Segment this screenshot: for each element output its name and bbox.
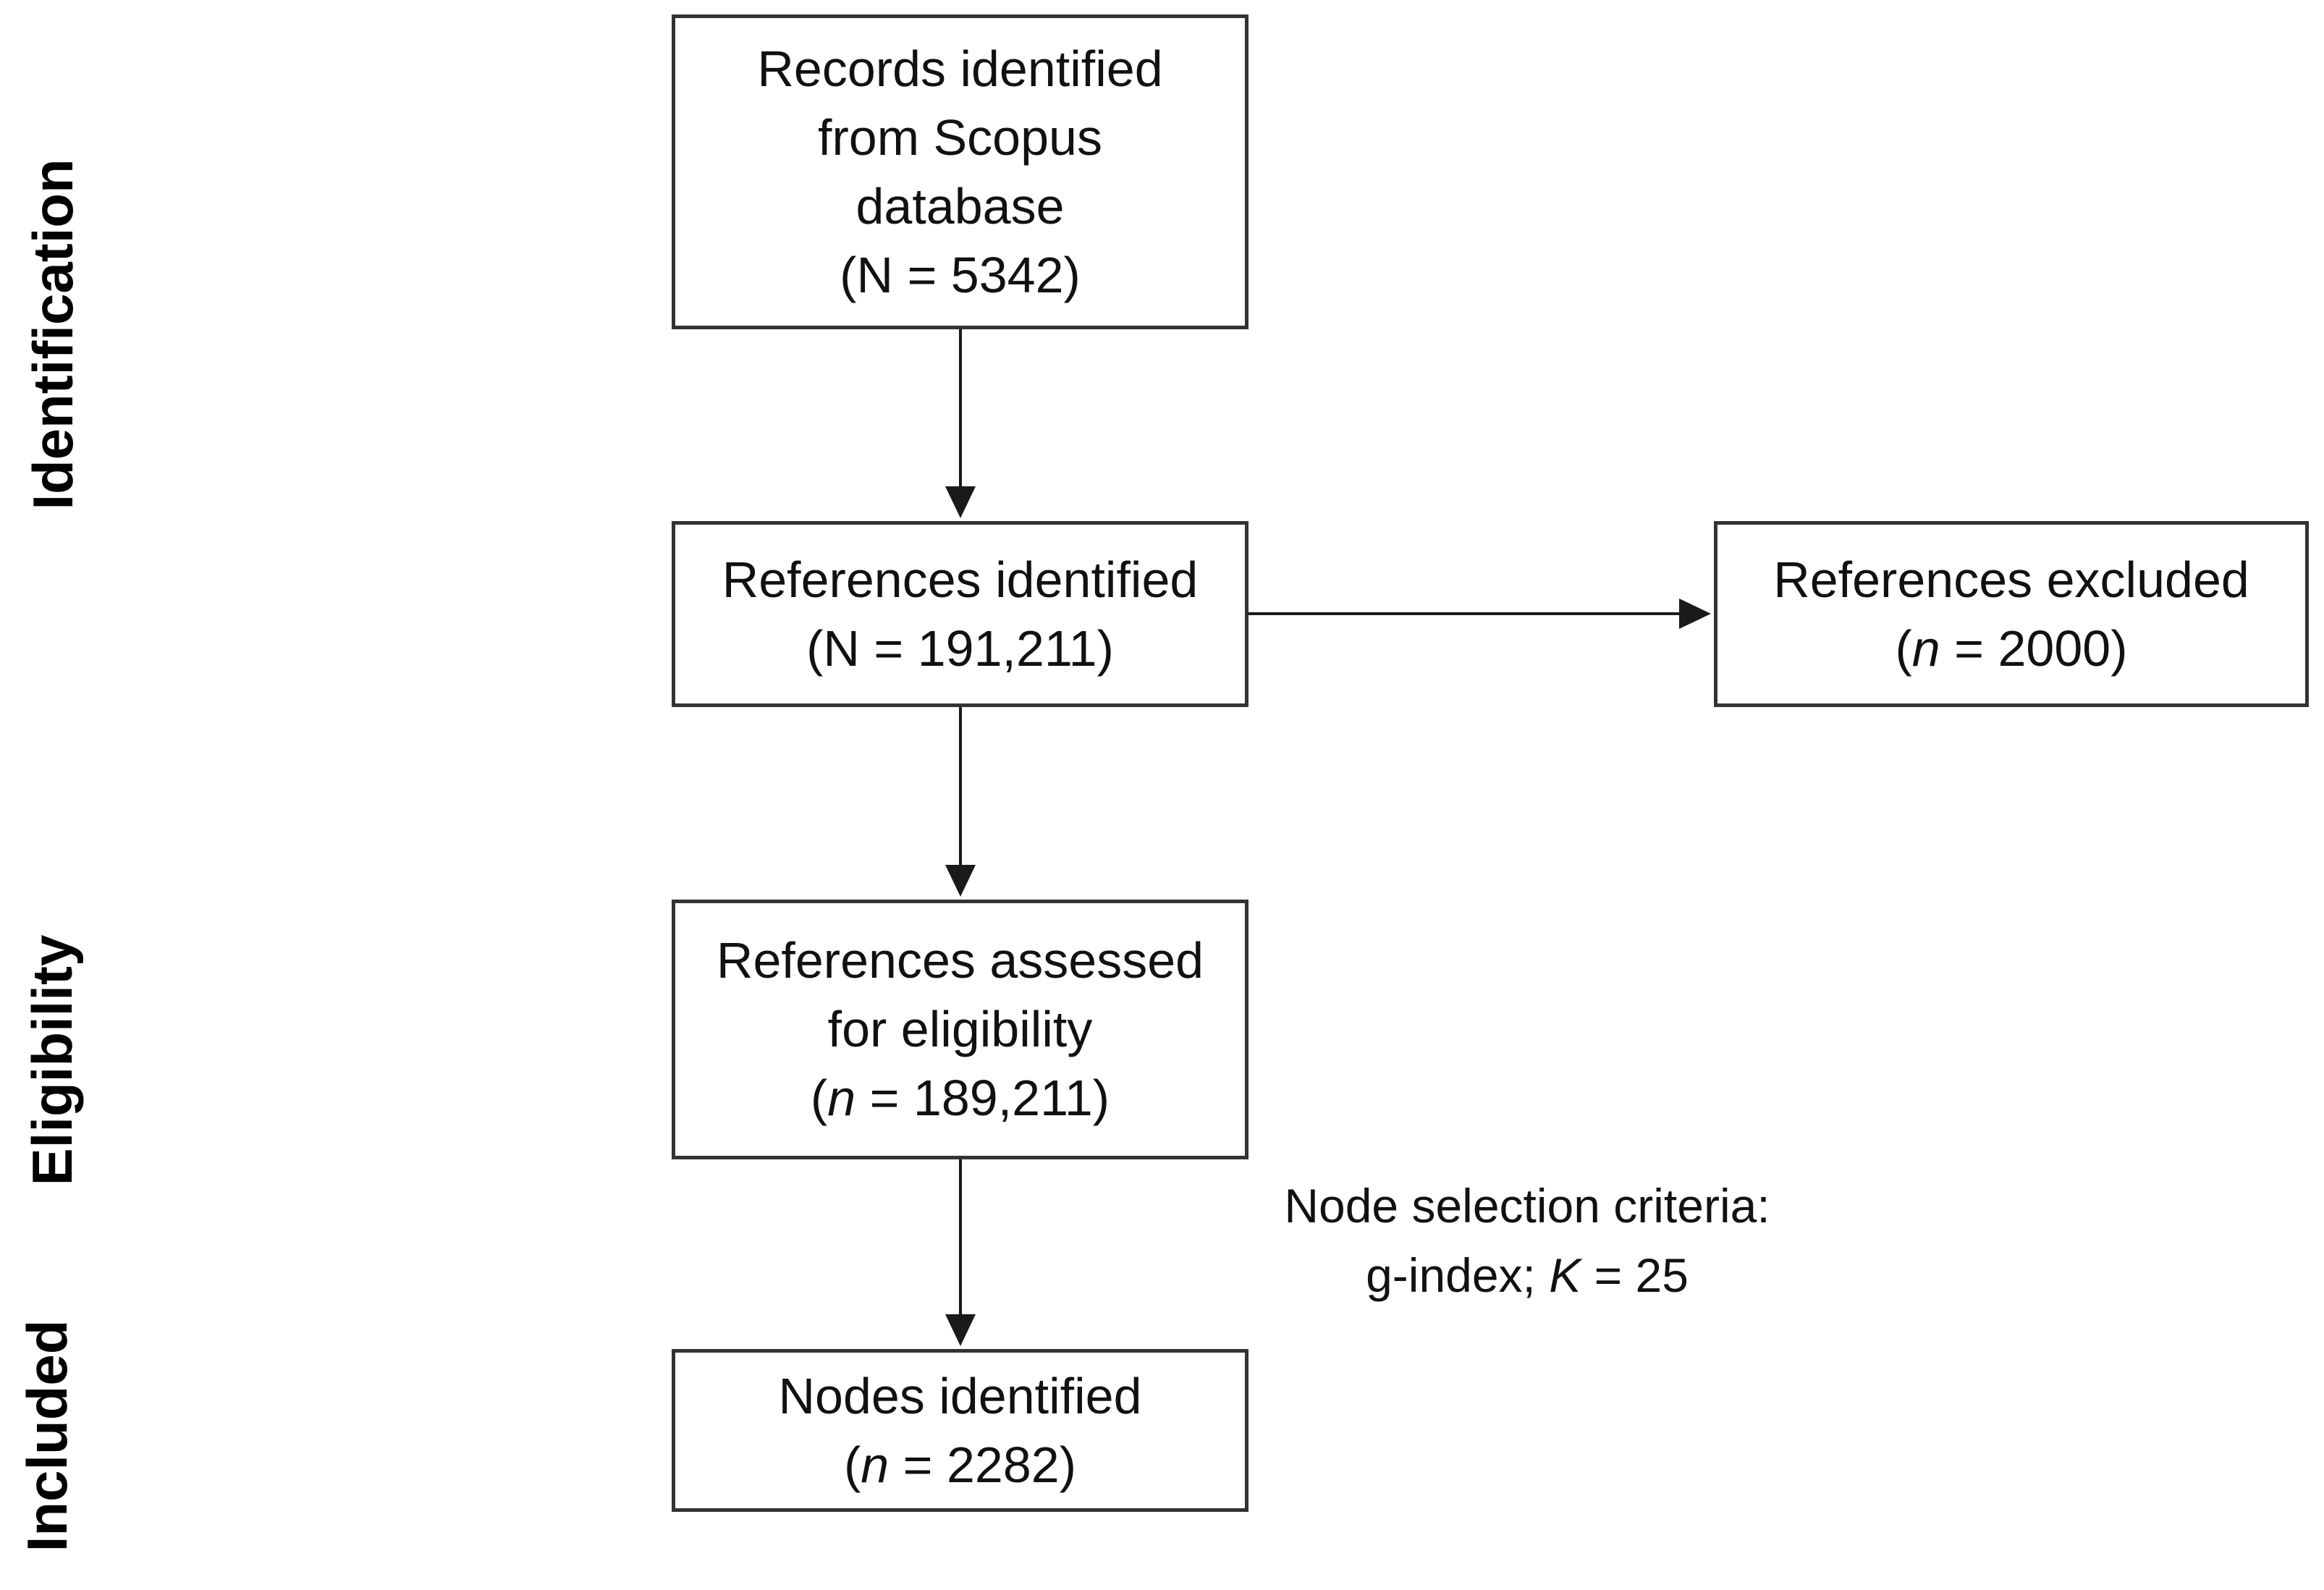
box-nodes-line: Nodes identified (778, 1367, 1142, 1424)
arrow-identified-to-assessed (945, 707, 976, 897)
box-assessed-line: for eligibility (827, 1001, 1093, 1057)
box-nodes-count: (n = 2282) (843, 1436, 1077, 1493)
annotation-line-2: g-index; K = 25 (1366, 1248, 1689, 1302)
arrow-records-to-identified (945, 329, 976, 518)
annotation-line-1: Node selection criteria: (1284, 1179, 1770, 1232)
node-selection-annotation: Node selection criteria: g-index; K = 25 (1194, 1171, 1860, 1310)
box-records-line: database (855, 177, 1065, 234)
box-identified-line: References identified (722, 551, 1199, 608)
box-records-line: Records identified (757, 40, 1163, 97)
box-assessed-count: (n = 189,211) (810, 1070, 1110, 1126)
box-assessed-line: References assessed (716, 932, 1204, 989)
box-excluded-line: References excluded (1773, 551, 2249, 608)
arrow-assessed-to-nodes (945, 1159, 976, 1346)
box-references-assessed: References assessed for eligibility (n =… (672, 900, 1248, 1159)
box-references-excluded: References excluded (n = 2000) (1714, 521, 2309, 707)
box-excluded-count: (n = 2000) (1895, 619, 2128, 677)
box-nodes-identified: Nodes identified (n = 2282) (672, 1349, 1248, 1512)
arrow-identified-to-excluded (1248, 599, 1711, 629)
box-identified-count: (N = 191,211) (806, 619, 1114, 677)
box-references-identified: References identified (N = 191,211) (672, 521, 1248, 707)
box-records-line: from Scopus (818, 109, 1102, 166)
box-records-count: (N = 5342) (840, 246, 1081, 303)
box-records-identified: Records identified from Scopus database … (672, 14, 1248, 329)
